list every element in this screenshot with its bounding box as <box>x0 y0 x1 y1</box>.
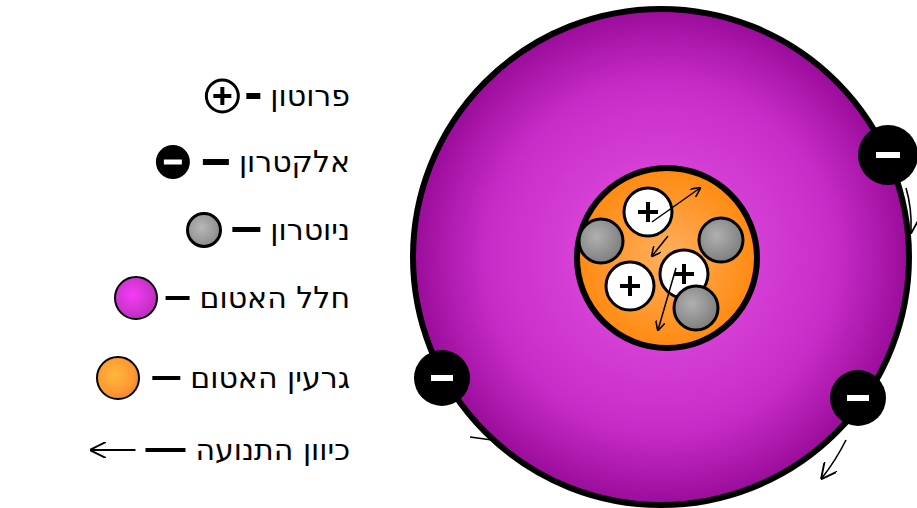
electrons <box>414 125 917 478</box>
neutron <box>579 219 623 263</box>
legend-sample <box>152 376 180 380</box>
legend-entry: פרוטון <box>270 78 350 114</box>
motion-arrow <box>652 236 668 256</box>
legend-entry: כיוון התנועה <box>195 432 350 468</box>
legend-dash <box>145 448 185 452</box>
direction-arrow <box>91 449 135 451</box>
legend-label: גרעין האטום <box>190 360 350 396</box>
minus-sign <box>431 375 453 381</box>
legend-dash <box>166 296 190 300</box>
plus-sign <box>220 87 224 105</box>
legend-dash <box>232 227 260 232</box>
plus-sign <box>628 276 632 296</box>
electron-symbol <box>156 145 190 179</box>
legend-entry: ניוטרון <box>270 212 350 248</box>
legend-sample <box>91 448 185 452</box>
legend-label: חלל האטום <box>200 280 350 316</box>
electron <box>830 370 886 426</box>
legend-entry: גרעין האטום <box>190 360 350 396</box>
legend-dash <box>246 93 260 99</box>
minus-signs <box>431 155 900 398</box>
proton <box>606 262 654 310</box>
electron <box>858 125 917 185</box>
plus-sign <box>646 202 650 222</box>
legend-label: אלקטרון <box>239 144 350 180</box>
proton-symbol <box>206 80 238 112</box>
neutron <box>674 286 718 330</box>
minus-sign <box>876 152 900 158</box>
motion-arrow <box>652 188 700 222</box>
electron-motion-arrows <box>470 188 911 478</box>
legend-swatch <box>96 356 140 400</box>
motion-arrow <box>470 437 492 440</box>
electron <box>414 350 470 406</box>
legend-swatch <box>186 212 222 248</box>
nucleus <box>577 168 757 348</box>
legend-dash <box>152 376 180 380</box>
motion-arrows <box>652 188 700 330</box>
legend-sample <box>232 227 260 232</box>
neutron <box>699 218 743 262</box>
legend-entry: אלקטרון <box>239 144 350 180</box>
atom-space <box>413 9 909 505</box>
proton <box>624 188 672 236</box>
legend-swatch <box>114 276 158 320</box>
plus-signs <box>620 202 694 296</box>
legend-entry: חלל האטום <box>200 280 350 316</box>
legend-sample <box>156 145 229 179</box>
legend-sample <box>166 296 190 300</box>
legend-label: פרוטון <box>270 78 350 114</box>
motion-arrow <box>822 440 846 478</box>
legend-label: ניוטרון <box>270 212 350 248</box>
motion-arrow <box>906 188 911 232</box>
legend-sample <box>206 80 260 112</box>
plus-sign <box>682 264 686 284</box>
nucleus-body <box>577 168 757 348</box>
legend-dash <box>203 159 229 165</box>
minus-sign <box>164 160 182 165</box>
legend-label: כיוון התנועה <box>195 432 350 468</box>
motion-arrow <box>658 268 676 330</box>
minus-sign <box>847 395 869 401</box>
